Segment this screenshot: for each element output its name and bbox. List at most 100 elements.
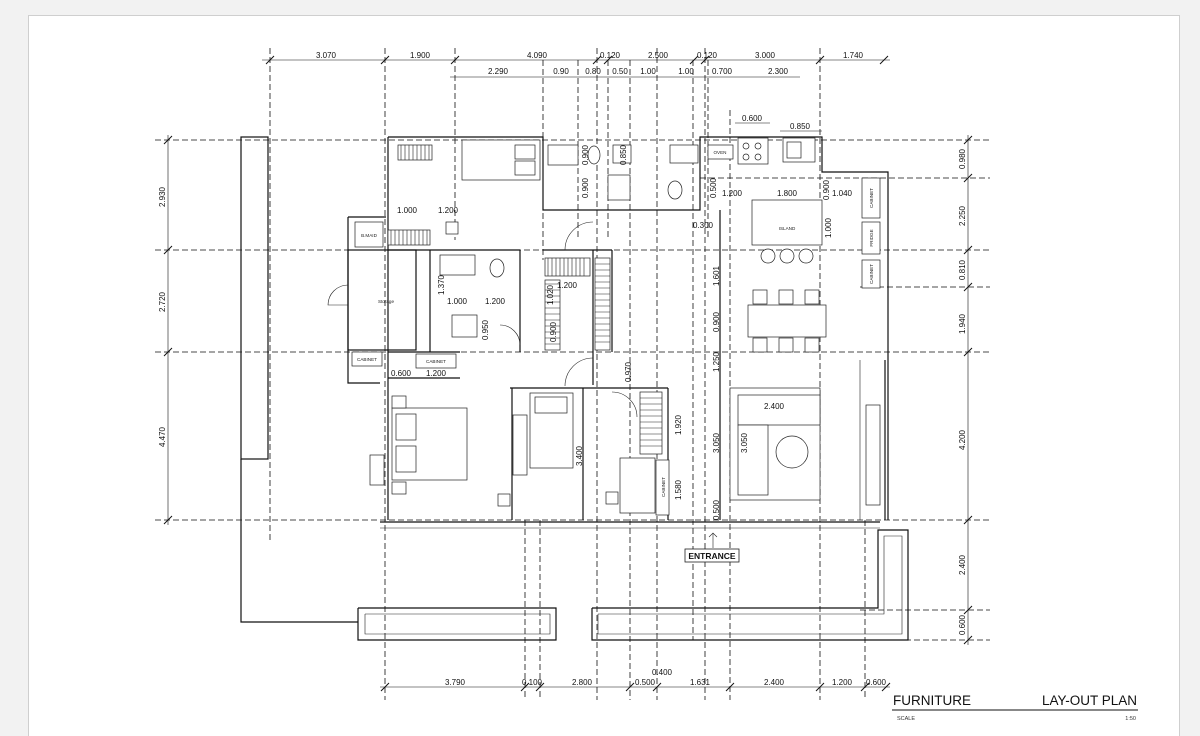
dim-int-26: 2.400 [764,402,785,411]
bottom-dimensions: 0.400 3.790 0.100 2.800 0.500 1.631 2.40… [380,668,891,692]
living-set [729,387,881,506]
dim-int-25: 1.250 [712,351,721,372]
dim-bottom-6: 2.400 [764,678,785,687]
kitchen [737,137,816,264]
dim-oven-width: 0.600 [742,114,763,123]
title-block: FURNITURE LAY-OUT PLAN SCALE 1:50 [892,693,1138,722]
dim-top-5: 2.500 [648,51,669,60]
dim-int-2: 1.200 [438,206,459,215]
wardrobe-mid [544,257,611,351]
dim-int-17: 1.200 [722,189,743,198]
drawing-sheet [28,15,1180,736]
dim-top2-3: 0.80 [585,67,601,76]
label-oven: OVEN [713,150,726,155]
dim-bottom-1: 3.790 [445,678,466,687]
dim-int-29: 1.920 [674,414,683,435]
chair-maid [445,221,459,235]
scale-label: SCALE [897,716,915,722]
dim-int-22: 0.300 [693,221,714,230]
top-dimensions: 3.070 1.900 4.090 0.120 2.500 0.120 3.00… [262,51,890,132]
label-island: ISLAND [779,226,796,231]
dim-int-13: 0.900 [581,177,590,198]
dim-top-4: 0.120 [600,51,621,60]
dining-set [747,289,827,353]
label-maid-room: B.MAID [361,233,378,238]
bathroom-mid [439,254,505,338]
dim-int-20: 1.040 [832,189,853,198]
chair-bed2 [497,493,511,507]
dim-int-14: 0.850 [619,144,628,165]
dim-int-10: 0.970 [624,361,633,382]
dim-bottom-2: 0.100 [522,678,543,687]
dim-top2-6: 1.00 [678,67,694,76]
dim-int-6: 0.950 [481,319,490,340]
dim-top-6: 0.120 [697,51,718,60]
doors [327,221,638,418]
dim-int-23: 1.601 [712,265,721,286]
dim-int-7: 1.020 [546,284,555,305]
bed-master [391,395,468,495]
dim-int-18: 1.800 [777,189,798,198]
label-cabinet-kitchen-2: CABINET [869,264,874,284]
dim-top2-8: 2.300 [768,67,789,76]
label-cabinet-entry: CABINET [661,477,666,497]
bathroom-top [547,144,699,201]
label-cabinet-mid: CABINET [426,359,446,364]
bed-second [529,392,574,469]
dim-int-30: 1.580 [674,479,683,500]
interior-dimensions: 1.000 1.200 1.370 1.000 1.200 0.950 1.02… [391,144,853,520]
dim-top2-4: 0.50 [612,67,628,76]
chair-bed3 [605,491,619,505]
dim-int-27: 3.050 [712,432,721,453]
dim-right-2: 2.250 [958,205,967,226]
dim-top-7: 3.000 [755,51,776,60]
bed-top [461,139,541,181]
dim-top-2: 1.900 [410,51,431,60]
dim-top-3: 4.090 [527,51,548,60]
dim-left-1: 2.930 [158,186,167,207]
wardrobe-maid [387,229,431,246]
dim-int-4: 1.000 [447,297,468,306]
dim-int-16: 0.500 [709,177,718,198]
dim-right-3: 0.810 [958,259,967,280]
title-layout-plan: LAY-OUT PLAN [1042,693,1137,708]
dim-right-1: 0.980 [958,148,967,169]
wardrobe-bed3 [639,391,663,455]
dim-bottom-4: 0.500 [635,678,656,687]
dim-top2-5: 1.00 [640,67,656,76]
title-furniture: FURNITURE [893,693,971,708]
dim-int-24: 0.900 [712,311,721,332]
right-dimensions: 0.980 2.250 0.810 1.940 4.200 2.400 0.60… [958,135,973,645]
dim-top-8: 1.740 [843,51,864,60]
dim-top2-2: 0.90 [553,67,569,76]
dim-int-32: 0.500 [712,499,721,520]
label-storage: Storage [378,299,395,304]
dim-int-28: 3.050 [740,432,749,453]
dim-bottom-small: 0.400 [652,668,673,677]
wardrobe-master [512,414,528,476]
dim-int-11: 0.600 [391,369,412,378]
entrance-tag: ENTRANCE [684,548,740,563]
dim-int-5: 1.200 [485,297,506,306]
dim-sink-width: 0.850 [790,122,811,131]
dim-right-4: 1.940 [958,313,967,334]
dim-top2-7: 0.700 [712,67,733,76]
label-cabinet-kitchen: CABINET [869,188,874,208]
dim-top2-1: 2.290 [488,67,509,76]
dim-left-2: 2.720 [158,291,167,312]
dim-bottom-8: 0.600 [866,678,887,687]
dim-int-9: 0.900 [549,321,558,342]
dim-top-1: 3.070 [316,51,337,60]
label-entrance: ENTRANCE [688,551,736,561]
dim-right-7: 0.600 [958,614,967,635]
dim-int-15: 0.900 [581,144,590,165]
desk-bed3 [619,457,656,514]
left-dimensions: 2.930 2.720 4.470 [158,135,173,525]
dim-int-8: 1.200 [557,281,578,290]
dim-int-31: 3.400 [575,445,584,466]
dim-bottom-7: 1.200 [832,678,853,687]
label-fridge: FRIDGE [869,229,874,246]
dim-int-1: 1.000 [397,206,418,215]
walls [240,136,909,641]
